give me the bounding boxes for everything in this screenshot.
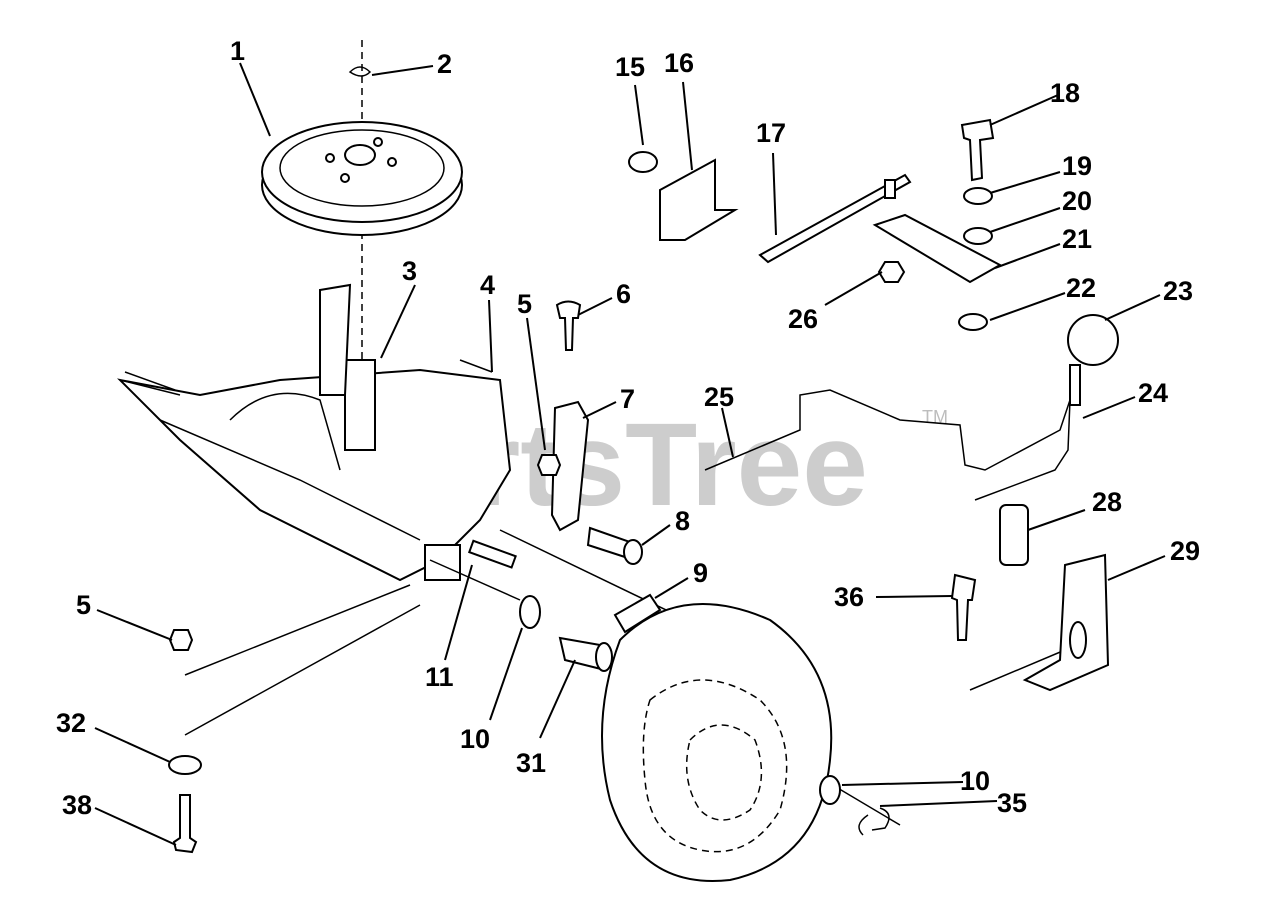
callout-22: 22 — [1066, 273, 1096, 303]
washer-10-lower — [819, 775, 841, 805]
callout-23: 23 — [1163, 276, 1193, 306]
callout-8: 8 — [675, 506, 690, 536]
callout-21: 21 — [1062, 224, 1092, 254]
spring-9 — [613, 593, 662, 634]
washer-19 — [963, 187, 993, 205]
callout-5-lower: 5 — [76, 590, 91, 620]
nut-5-upper — [536, 454, 562, 476]
callout-9: 9 — [693, 558, 708, 588]
bar-21 — [872, 213, 1003, 284]
wheel — [601, 603, 833, 882]
washer-22 — [958, 313, 988, 331]
washer-10 — [519, 595, 541, 629]
leader-lines — [94, 62, 1166, 846]
callout-28: 28 — [1092, 487, 1122, 517]
callout-17: 17 — [756, 118, 786, 148]
callout-24: 24 — [1138, 378, 1168, 408]
nut-5-lower — [168, 629, 194, 651]
callout-7: 7 — [620, 384, 635, 414]
callout-11: 11 — [425, 662, 454, 692]
clip-35 — [858, 807, 890, 836]
clip — [348, 66, 372, 77]
callout-25: 25 — [704, 382, 734, 412]
washer-32 — [168, 755, 202, 775]
callout-19: 19 — [1062, 151, 1092, 181]
callout-6: 6 — [616, 279, 631, 309]
rod-17 — [758, 173, 912, 264]
key-11 — [467, 539, 517, 569]
bolt-6 — [555, 300, 582, 351]
bolt-36 — [950, 573, 977, 641]
callout-1: 1 — [230, 36, 245, 66]
lever-24 — [704, 389, 1071, 501]
spring-17 — [884, 179, 896, 199]
callout-38: 38 — [62, 790, 92, 820]
callout-20: 20 — [1062, 186, 1092, 216]
bracket-7 — [550, 400, 590, 532]
nut-26 — [877, 261, 906, 283]
transmission — [117, 283, 512, 582]
callout-labels: 1 2 15 16 18 17 19 20 21 3 4 5 6 22 23 2… — [56, 36, 1200, 820]
callout-26: 26 — [788, 304, 818, 334]
washer-15 — [628, 151, 658, 173]
callout-32: 32 — [56, 708, 86, 738]
bracket-29 — [1022, 553, 1110, 692]
callout-36: 36 — [834, 582, 864, 612]
callout-35: 35 — [997, 788, 1027, 818]
pulley — [261, 121, 463, 236]
callout-10-lower: 10 — [960, 766, 990, 796]
washer-20 — [963, 227, 993, 245]
callout-31: 31 — [516, 748, 546, 778]
callout-15: 15 — [615, 52, 645, 82]
callout-3: 3 — [402, 256, 417, 286]
spring-28 — [999, 504, 1029, 566]
lever-24-thread — [1069, 364, 1081, 406]
knob-23 — [1067, 314, 1119, 366]
bolt-18 — [960, 118, 995, 182]
callout-4: 4 — [480, 270, 495, 300]
callout-10: 10 — [460, 724, 490, 754]
callout-5: 5 — [517, 289, 532, 319]
callout-18: 18 — [1050, 78, 1080, 108]
bracket-16 — [659, 158, 739, 241]
callout-29: 29 — [1170, 536, 1200, 566]
callout-2: 2 — [437, 49, 452, 79]
bolt-38 — [172, 794, 198, 854]
callout-16: 16 — [664, 48, 694, 78]
